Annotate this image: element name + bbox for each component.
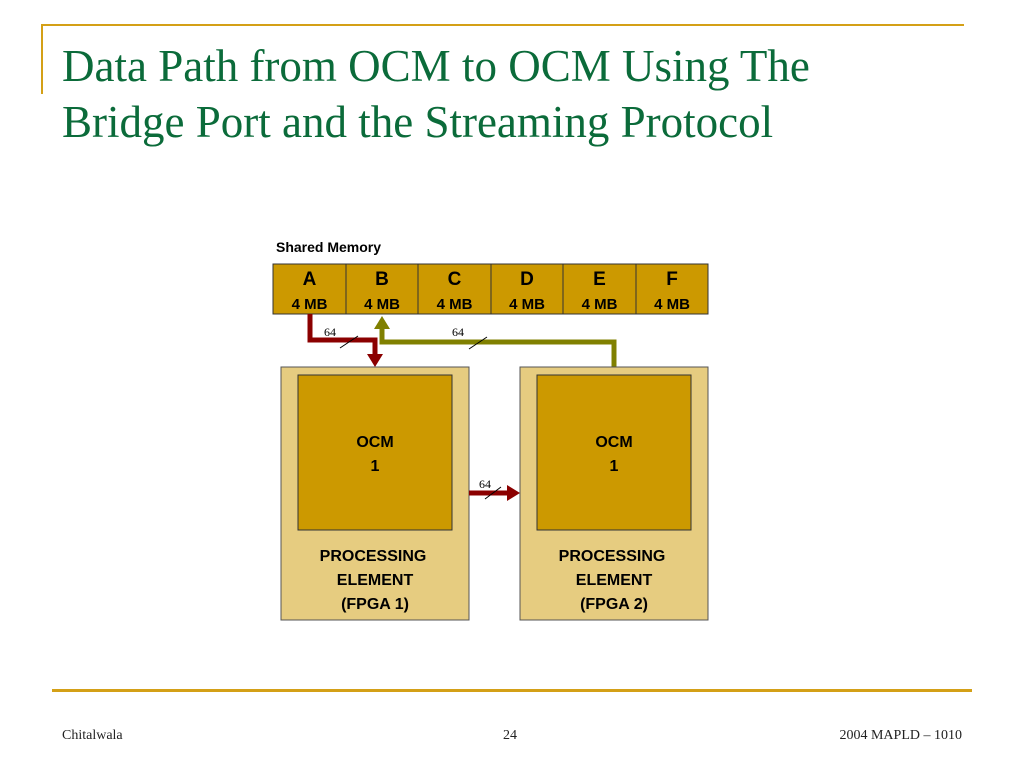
memory-bank-b-size: 4 MB <box>364 296 400 313</box>
pe2-label-line3: (FPGA 2) <box>580 596 648 613</box>
streaming-path-arrow: 64 <box>469 477 520 501</box>
ocm-1-label-line1: OCM <box>356 434 393 451</box>
slide-title-line-1: Data Path from OCM to OCM Using The <box>62 41 810 91</box>
ocm-1-label-line2: 1 <box>371 458 380 475</box>
read-path-bus-width: 64 <box>324 325 336 339</box>
memory-bank-d-size: 4 MB <box>509 296 545 313</box>
pe1-label-line2: ELEMENT <box>337 572 414 589</box>
memory-bank-d-name: D <box>520 269 534 290</box>
title-frame-top-rule <box>42 24 964 26</box>
ocm-2-label-line2: 1 <box>610 458 619 475</box>
processing-element-fpga-1: OCM 1 PROCESSING ELEMENT (FPGA 1) <box>280 366 470 621</box>
memory-bank-f-size: 4 MB <box>654 296 690 313</box>
ocm-block-1 <box>297 374 453 531</box>
pe2-label-line1: PROCESSING <box>559 548 666 565</box>
footer-rule <box>52 689 972 692</box>
memory-bank-f: F 4 MB <box>635 263 709 315</box>
slide-title: Data Path from OCM to OCM Using The Brid… <box>62 38 982 150</box>
footer-conference: 2004 MAPLD – 1010 <box>839 728 962 743</box>
write-path-arrow: 64 <box>374 316 617 367</box>
pe1-label-line3: (FPGA 1) <box>341 596 409 613</box>
read-path-arrowhead <box>367 354 383 367</box>
memory-bank-d: D 4 MB <box>490 263 564 315</box>
shared-memory-banks: A 4 MB B 4 MB C 4 MB D 4 MB E 4 MB F 4 M… <box>272 263 709 315</box>
memory-bank-a-name: A <box>303 269 317 290</box>
streaming-path-arrowhead <box>507 485 520 501</box>
footer-page-number: 24 <box>503 728 517 743</box>
slide-title-line-2: Bridge Port and the Streaming Protocol <box>62 97 774 147</box>
pe2-label-line2: ELEMENT <box>576 572 653 589</box>
ocm-block-2 <box>536 374 692 531</box>
read-path-arrow: 64 <box>307 314 383 367</box>
ocm-2-label-line1: OCM <box>595 434 632 451</box>
memory-bank-b: B 4 MB <box>345 263 419 315</box>
memory-bank-e-size: 4 MB <box>582 296 618 313</box>
streaming-path-bus-slash <box>484 486 502 500</box>
memory-bank-c-size: 4 MB <box>437 296 473 313</box>
title-frame-left-rule <box>41 24 43 94</box>
shared-memory-label: Shared Memory <box>276 239 381 255</box>
write-path-arrowhead <box>374 316 390 329</box>
memory-bank-a-size: 4 MB <box>292 296 328 313</box>
memory-bank-b-name: B <box>375 269 389 290</box>
memory-bank-e-name: E <box>593 269 606 290</box>
memory-bank-f-name: F <box>666 269 678 290</box>
streaming-path-bus-width: 64 <box>479 477 491 491</box>
read-path-bus-slash <box>339 335 359 349</box>
memory-bank-c: C 4 MB <box>417 263 492 315</box>
memory-bank-a: A 4 MB <box>272 263 347 315</box>
memory-bank-e: E 4 MB <box>562 263 637 315</box>
footer-author: Chitalwala <box>62 728 123 743</box>
write-path-bus-width: 64 <box>452 325 464 339</box>
pe1-label-line1: PROCESSING <box>320 548 427 565</box>
memory-bank-c-name: C <box>448 269 462 290</box>
write-path-bus-slash <box>468 336 488 350</box>
processing-element-fpga-2: OCM 1 PROCESSING ELEMENT (FPGA 2) <box>519 366 709 621</box>
